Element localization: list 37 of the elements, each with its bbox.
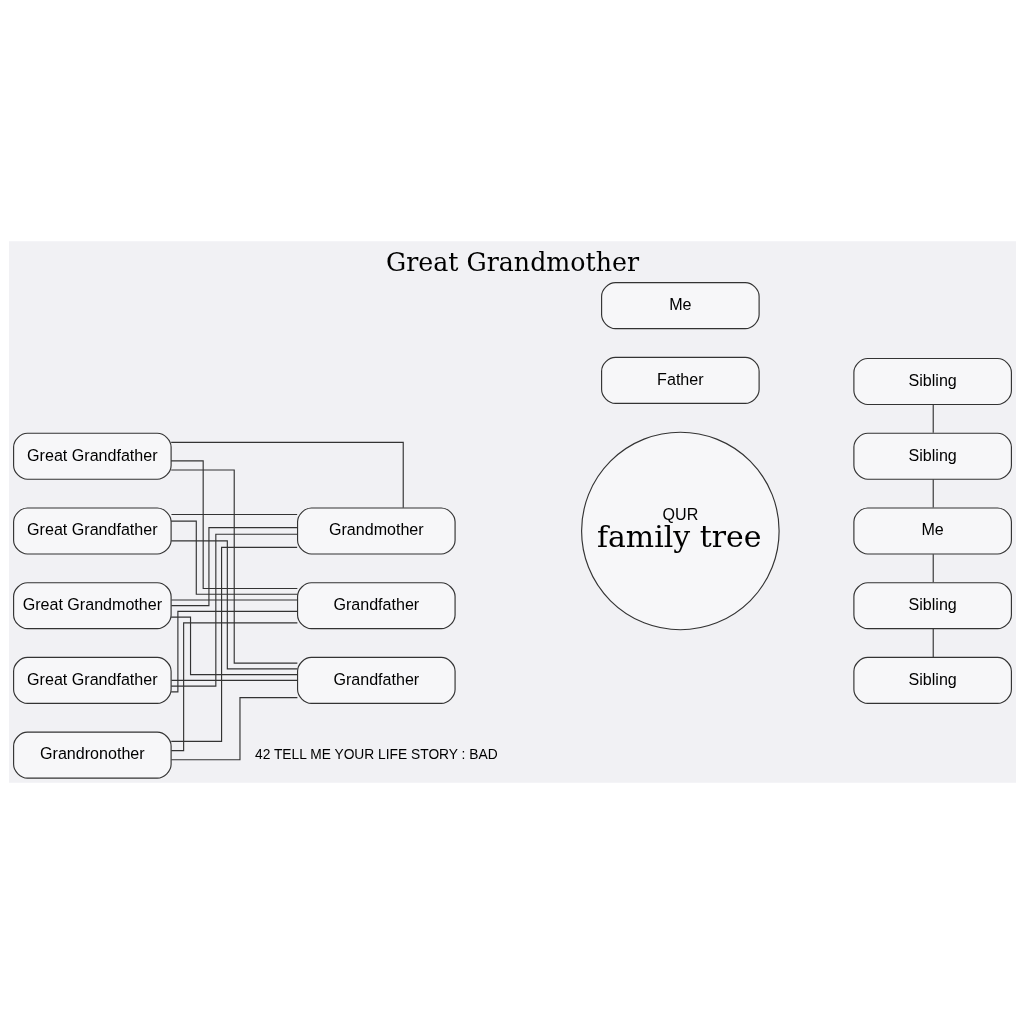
connector [170, 520, 298, 595]
connector [932, 628, 934, 658]
connector [170, 469, 298, 664]
connector [170, 616, 298, 676]
connector [170, 460, 298, 590]
connector [170, 546, 298, 742]
connector [170, 527, 298, 607]
node-box: Grandfather [296, 656, 456, 704]
node-box: Grandfather [296, 582, 456, 630]
diagram-title: Great Grandmother [385, 247, 639, 277]
node-box: Father [600, 356, 760, 404]
node-box: Me [600, 282, 760, 330]
node-box: Sibling [852, 582, 1012, 630]
node-box: Great Grandfather [12, 507, 172, 555]
connector [932, 553, 934, 583]
node-box: Sibling [852, 357, 1012, 406]
connector [170, 697, 298, 761]
connector [170, 540, 298, 670]
connector [170, 513, 298, 516]
node-box: Great Grandmother [12, 582, 172, 630]
connector [170, 610, 298, 693]
label: 42 TELL ME YOUR LIFE STORY : BAD [254, 746, 498, 762]
connector [170, 533, 298, 687]
node-box: Grandmother [296, 507, 456, 555]
node-box: Great Grandfather [12, 656, 172, 704]
node-circle: QUR family tree [580, 431, 780, 631]
connector [170, 679, 298, 681]
node-box: Me [852, 507, 1012, 555]
node-box: Grandronother [12, 731, 172, 779]
node-box: Sibling [852, 432, 1012, 480]
node-box: Sibling [852, 656, 1012, 704]
connector [170, 599, 298, 601]
connector [932, 404, 934, 434]
connector [170, 441, 404, 509]
node-box: Great Grandfather [12, 432, 172, 480]
connector [932, 478, 934, 509]
connector [170, 622, 298, 752]
